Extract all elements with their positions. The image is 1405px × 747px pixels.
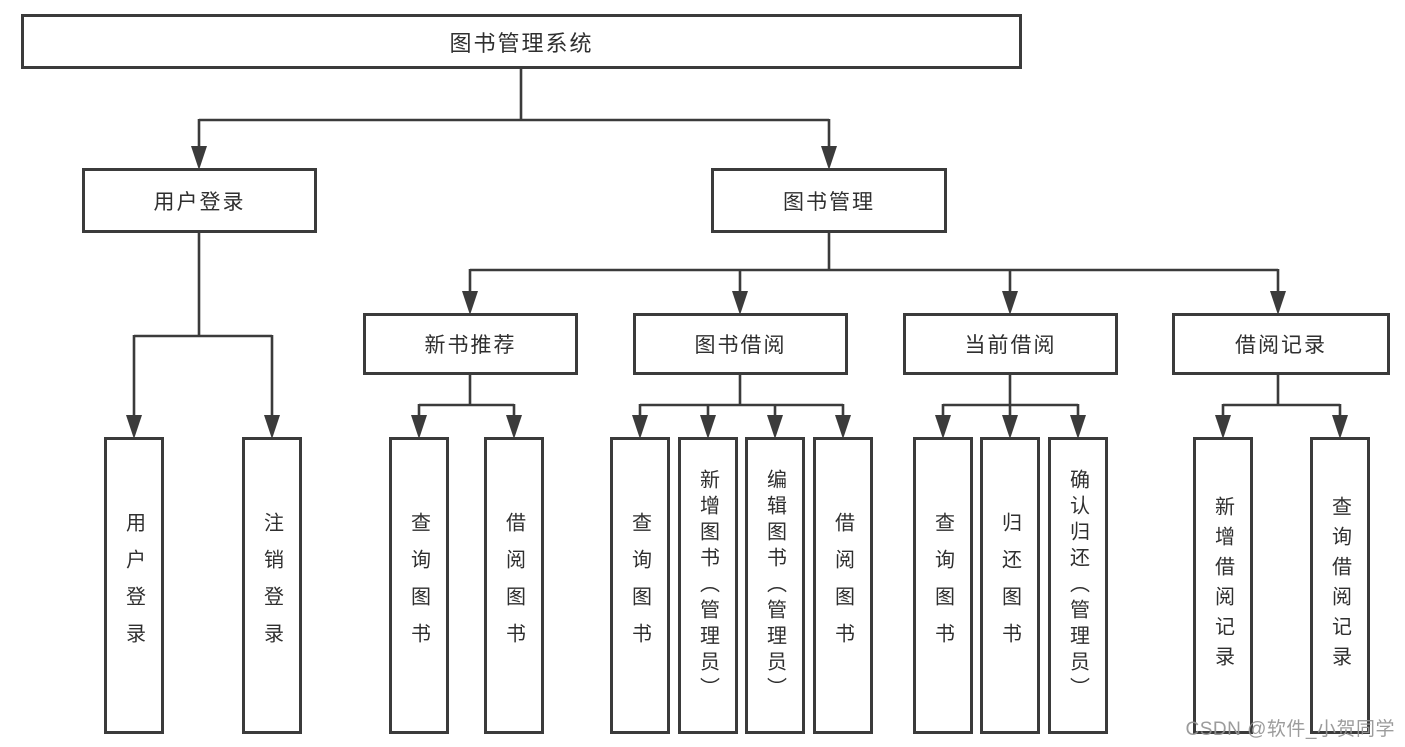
node-label: 新增图书（管理员） xyxy=(696,468,719,703)
connector-book-borrow xyxy=(638,375,845,417)
arrowhead xyxy=(1070,415,1086,439)
node-label: 用户登录 xyxy=(122,511,145,660)
node-book-management: 图书管理 xyxy=(711,168,947,233)
connector-current-borrow xyxy=(941,375,1080,417)
node-label: 图书管理 xyxy=(783,190,875,214)
node-leaf-query-borrow-record: 查询借阅记录 xyxy=(1310,437,1370,734)
arrowhead xyxy=(1215,415,1231,439)
node-leaf-add-borrow-record: 新增借阅记录 xyxy=(1193,437,1253,734)
node-label: 新书推荐 xyxy=(424,334,517,357)
node-label: 借阅图书 xyxy=(831,511,854,660)
node-leaf-logout: 注销登录 xyxy=(242,437,302,734)
node-leaf-edit-book-admin: 编辑图书（管理员） xyxy=(745,437,805,734)
connector-book-management xyxy=(468,232,1280,293)
arrowhead xyxy=(191,146,207,170)
arrowhead xyxy=(506,415,522,439)
node-leaf-query-books-borrow: 查询图书 xyxy=(610,437,670,734)
node-leaf-borrow-books: 借阅图书 xyxy=(813,437,873,734)
connector-root xyxy=(197,68,831,148)
node-label: 注销登录 xyxy=(260,511,283,660)
arrowhead xyxy=(821,146,837,170)
node-label: 查询借阅记录 xyxy=(1328,495,1351,676)
arrowhead xyxy=(411,415,427,439)
node-label: 新增借阅记录 xyxy=(1211,495,1234,676)
node-book-borrow: 图书借阅 xyxy=(633,313,848,375)
connector-new-book-recommend xyxy=(417,375,516,417)
connector-borrow-records xyxy=(1221,375,1342,417)
node-leaf-add-book-admin: 新增图书（管理员） xyxy=(678,437,738,734)
node-label: 借阅记录 xyxy=(1235,334,1327,357)
arrowhead xyxy=(632,415,648,439)
arrowhead xyxy=(264,415,280,439)
node-new-book-recommend: 新书推荐 xyxy=(363,313,578,375)
node-label: 查询图书 xyxy=(931,511,954,660)
arrowhead xyxy=(732,291,748,315)
node-label: 图书借阅 xyxy=(694,334,787,357)
connector-user-login xyxy=(132,232,274,417)
node-label: 图书管理系统 xyxy=(449,30,594,56)
node-leaf-return-book: 归还图书 xyxy=(980,437,1040,734)
node-label: 查询图书 xyxy=(407,511,430,660)
node-leaf-query-books-current: 查询图书 xyxy=(913,437,973,734)
node-leaf-borrow-books-recommend: 借阅图书 xyxy=(484,437,544,734)
arrowhead xyxy=(700,415,716,439)
arrowhead xyxy=(1270,291,1286,315)
node-leaf-confirm-return-admin: 确认归还（管理员） xyxy=(1048,437,1108,734)
arrowhead xyxy=(1332,415,1348,439)
node-current-borrow: 当前借阅 xyxy=(903,313,1118,375)
node-leaf-query-books-recommend: 查询图书 xyxy=(389,437,449,734)
arrowhead xyxy=(126,415,142,439)
node-label: 借阅图书 xyxy=(502,511,525,660)
arrowhead xyxy=(1002,291,1018,315)
node-label: 归还图书 xyxy=(998,511,1021,660)
arrowhead xyxy=(835,415,851,439)
node-leaf-user-login: 用户登录 xyxy=(104,437,164,734)
arrowhead xyxy=(462,291,478,315)
node-label: 用户登录 xyxy=(153,190,246,214)
node-library-system: 图书管理系统 xyxy=(21,14,1022,69)
arrowhead xyxy=(935,415,951,439)
node-label: 当前借阅 xyxy=(964,334,1057,357)
node-borrow-records: 借阅记录 xyxy=(1172,313,1390,375)
node-label: 查询图书 xyxy=(628,511,651,660)
csdn-watermark: CSDN @软件_小贺同学 xyxy=(1185,719,1395,740)
node-user-login: 用户登录 xyxy=(82,168,317,233)
node-label: 确认归还（管理员） xyxy=(1066,468,1089,703)
arrowhead xyxy=(767,415,783,439)
arrowhead xyxy=(1002,415,1018,439)
node-label: 编辑图书（管理员） xyxy=(763,468,786,703)
